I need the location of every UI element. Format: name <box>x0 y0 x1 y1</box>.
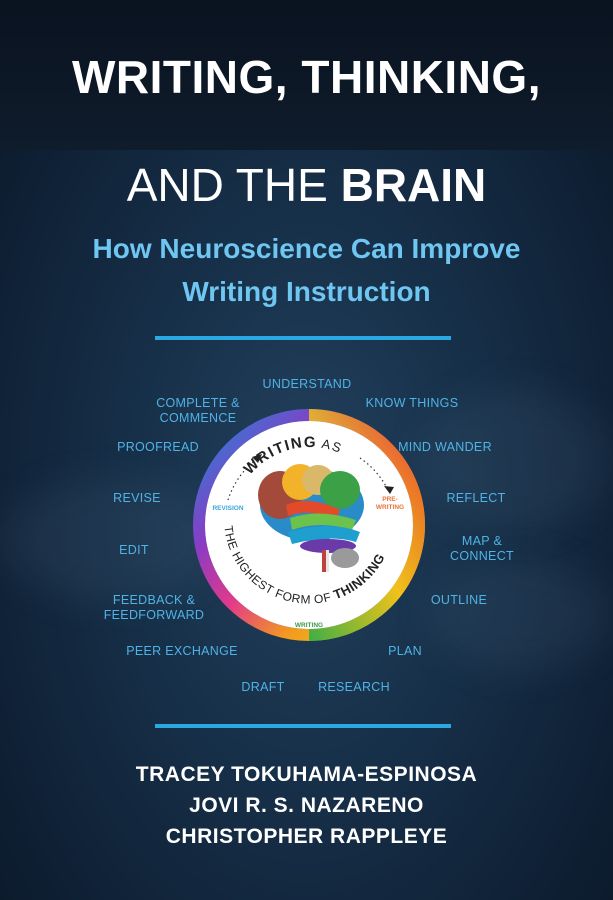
label-complete-commence: COMPLETE &COMMENCE <box>156 396 240 426</box>
label-map: MAP & <box>461 534 503 548</box>
author-2: JOVI R. S. NAZARENO <box>189 794 424 817</box>
label-outline: OUTLINE <box>430 593 488 607</box>
title-brain: BRAIN <box>340 159 487 211</box>
label-commence: COMMENCE <box>159 411 237 425</box>
label-draft: DRAFT <box>241 680 285 694</box>
label-know-things: KNOW THINGS <box>365 396 459 410</box>
rainbow-brain-illustration <box>258 464 364 572</box>
label-plan: PLAN <box>388 644 422 658</box>
label-complete: COMPLETE & <box>156 396 240 410</box>
author-3: CHRISTOPHER RAPPLEYE <box>165 825 448 848</box>
stage-writing: WRITING <box>295 622 323 629</box>
stage-prewriting-1: PRE- <box>382 496 398 503</box>
label-connect: CONNECT <box>450 549 514 563</box>
top-band <box>0 0 613 150</box>
label-feedback-1: FEEDBACK & <box>112 593 196 607</box>
label-feedback: FEEDBACK &FEEDFORWARD <box>104 593 205 623</box>
label-peer-exchange: PEER EXCHANGE <box>126 644 238 658</box>
divider-bottom <box>155 724 451 728</box>
label-proofread: PROOFREAD <box>117 440 199 454</box>
title-and-the: AND THE <box>126 159 341 211</box>
label-revise: REVISE <box>113 491 161 505</box>
label-map-connect: MAP &CONNECT <box>450 534 514 564</box>
subtitle-line-2: Writing Instruction <box>182 276 431 307</box>
divider-top <box>155 336 451 340</box>
label-research: RESEARCH <box>318 680 390 694</box>
label-edit: EDIT <box>119 543 149 557</box>
arrow-head-icon <box>252 454 262 463</box>
cloud <box>430 560 610 670</box>
stage-revision: REVISION <box>212 505 243 512</box>
label-understand: UNDERSTAND <box>262 377 352 391</box>
label-feedforward: FEEDFORWARD <box>103 608 205 622</box>
author-1: TRACEY TOKUHAMA-ESPINOSA <box>135 763 478 786</box>
stage-prewriting-2: WRITING <box>376 504 404 511</box>
writing-as-label: AS <box>320 436 344 456</box>
cloud <box>0 480 220 600</box>
book-title-line-1: WRITING, THINKING, <box>72 51 541 103</box>
cloud <box>420 390 610 530</box>
label-mind-wander: MIND WANDER <box>398 440 492 454</box>
arrow-head-icon <box>384 486 394 494</box>
subtitle-line-1: How Neuroscience Can Improve <box>92 233 521 264</box>
label-reflect: REFLECT <box>446 491 506 505</box>
book-title-line-2: AND THE BRAIN <box>0 158 613 212</box>
